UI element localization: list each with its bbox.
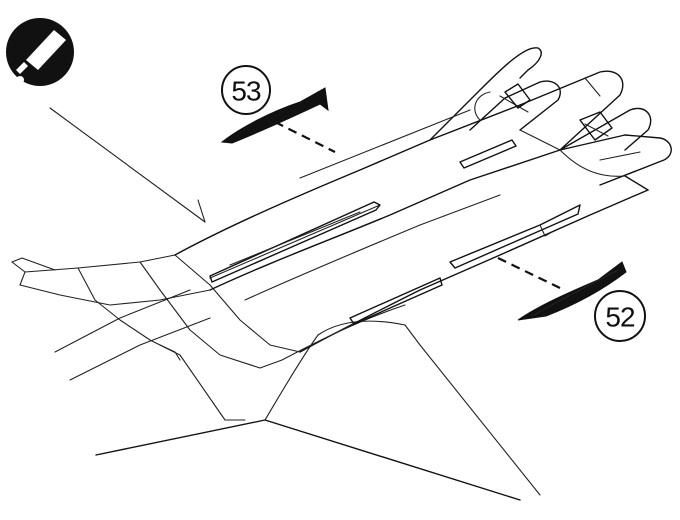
engine-exhaust-upper [429,47,624,151]
part-number-52: 52 [605,302,635,333]
wing-outline [49,107,541,501]
callout-circle [221,65,271,115]
panel-lines [11,254,301,421]
engine-exhaust-lower [559,107,672,191]
callout-52: 52 [594,290,646,342]
callout-circle [594,290,646,342]
leader-line-52 [497,257,561,289]
part-53-fin [220,87,329,144]
part-number-53: 53 [231,76,261,107]
leader-line-53 [274,121,336,153]
callout-53: 53 [221,65,271,115]
fuselage-body [174,104,649,361]
part-52-fin [517,261,627,321]
ventral-fins [299,109,581,325]
glue-tube-icon [6,18,74,86]
